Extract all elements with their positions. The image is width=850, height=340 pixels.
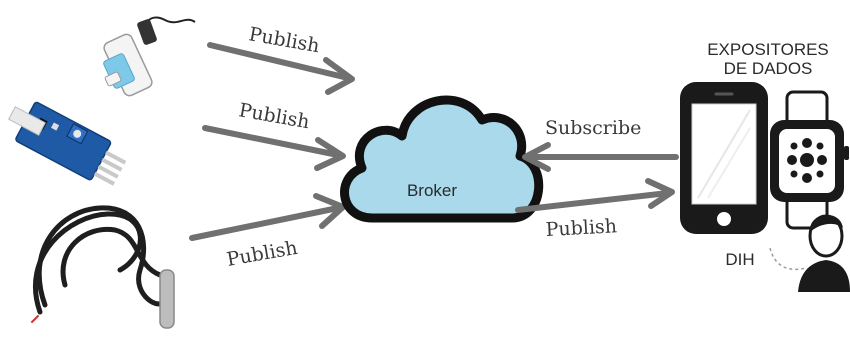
soil-moisture-sensor-icon	[8, 101, 127, 186]
publish-label-3: Publish	[225, 237, 299, 271]
person-avatar-icon	[769, 214, 850, 292]
dih-label: DIH	[725, 250, 754, 269]
smartwatch-icon	[770, 90, 849, 230]
publish-arrow-1	[207, 42, 355, 95]
publish-label-4: Publish	[545, 215, 617, 241]
ph-probe-sensor-icon	[103, 16, 196, 97]
subscribe-label: Subscribe	[545, 117, 641, 139]
broker-cloud-icon	[340, 95, 544, 223]
publish-arrow-2	[202, 125, 346, 171]
publish-label-1: Publish	[247, 23, 321, 57]
temperature-probe-icon	[31, 205, 175, 329]
expositores-title-line1: EXPOSITORES	[707, 40, 829, 59]
publish-label-2: Publish	[237, 99, 311, 133]
publish-arrow-3	[189, 193, 346, 241]
broker-label: Broker	[407, 181, 457, 200]
expositores-title-line2: DE DADOS	[724, 59, 813, 78]
publish-arrow-4	[515, 178, 675, 213]
smartphone-icon	[680, 82, 768, 234]
subscribe-arrow	[522, 142, 679, 172]
